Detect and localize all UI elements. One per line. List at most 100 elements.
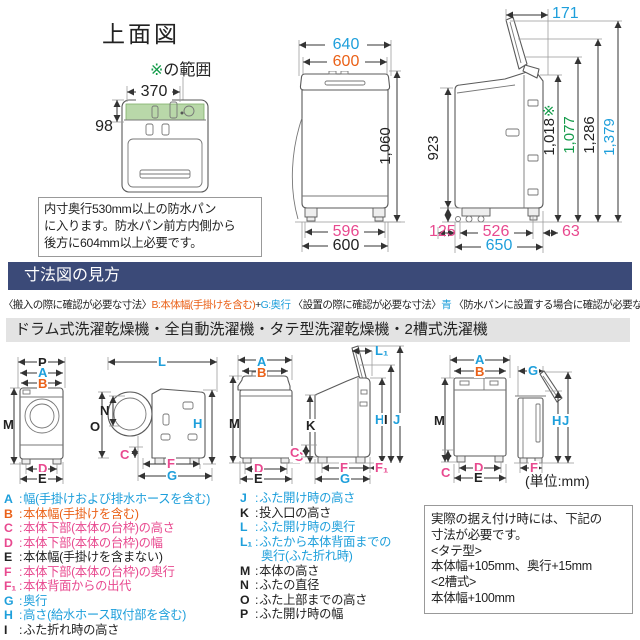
- label-drum-side-l: L: [157, 354, 167, 369]
- label-twin-side-f: F: [529, 460, 539, 475]
- legend-item-h: H:高さ(給水ホース取付部を含む): [4, 608, 187, 622]
- intro-seg: G:奥行: [260, 299, 291, 311]
- top-view-drawing: [112, 77, 209, 193]
- unit-label: (単位:mm): [525, 473, 590, 489]
- legend-item-g: G:奥行: [4, 593, 48, 608]
- legend-item-d: D:本体下部(本体の台枠)の幅: [4, 535, 163, 550]
- dim-side-h3: 1,286: [580, 116, 598, 154]
- legend-item-m: M:本体の高さ: [240, 563, 320, 578]
- label-tate-side-g: G: [339, 471, 352, 486]
- installation-note-box: 実際の据え付け時には、下記の 寸法が必要です。 <タテ型> 本体幅+105mm、…: [424, 505, 633, 614]
- dim-side-h1: 1,018※: [540, 104, 558, 156]
- tate-side-diagram: [301, 345, 404, 484]
- legend-item-l: L:ふた開け時の奥行: [240, 520, 356, 534]
- label-drum-front-e: E: [37, 471, 48, 486]
- drum-side-diagram: [98, 357, 218, 481]
- machine-types-bar: ドラム式洗濯乾燥機・全自動洗濯機・タテ型洗濯乾燥機・2槽式洗濯機: [6, 318, 630, 342]
- label-twin-front-e: E: [473, 470, 484, 485]
- label-twin-front-b: B: [474, 364, 486, 379]
- intro-seg: 〈防水パンに設置する場合に確認が必要な寸法〉: [453, 299, 640, 311]
- label-tate-side-j: J: [392, 412, 402, 427]
- label-twin-front-a: A: [474, 352, 486, 367]
- dim-front-height: 1,060: [376, 127, 394, 165]
- label-tate-side-c: C: [289, 445, 301, 460]
- install-line: <2槽式>: [431, 575, 477, 590]
- label-tate-side-l1: L₁: [375, 343, 389, 358]
- note-line: 後方に604mm以上必要です。: [44, 236, 203, 251]
- dim-side-rear-gap: 63: [562, 223, 580, 240]
- legend-item-e: E:本体幅(手掛けを含まない): [4, 550, 163, 564]
- legend-item-f1: F₁:本体背面からの出代: [4, 579, 132, 593]
- label-auto-front-m: M: [229, 416, 240, 431]
- label-drum-side-f: F: [166, 456, 176, 471]
- intro-seg: +: [255, 299, 261, 311]
- label-drum-front-a: A: [37, 365, 49, 380]
- legend-column-right: J:ふた開け時の高さ K:投入口の高さ L:ふた開け時の奥行 L₁:ふたから本体…: [240, 491, 391, 622]
- install-line: <タテ型>: [431, 543, 482, 558]
- label-twin-side-g: G: [527, 363, 540, 378]
- legend-item-j: J:ふた開け時の高さ: [240, 491, 356, 505]
- dim-side-total-depth: 650: [481, 237, 517, 255]
- label-auto-front-d: D: [253, 461, 265, 476]
- legend-item-l1-line2: 奥行(ふた折れ時): [261, 549, 353, 563]
- dim-front-overall-width: 640: [325, 36, 367, 54]
- dim-front-base-width: 596: [328, 223, 364, 241]
- label-drum-side-g: G: [166, 468, 179, 483]
- asterisk-mark: ※: [150, 62, 164, 79]
- label-drum-side-o: O: [90, 419, 101, 434]
- intro-seg: B:本体幅(手掛けを含む): [151, 299, 256, 311]
- note-line: に入ります。防水パン前方内側から: [44, 219, 236, 234]
- label-twin-front-m: M: [434, 413, 445, 428]
- legend-item-k: K:投入口の高さ: [240, 505, 332, 520]
- label-tate-side-f: F: [339, 460, 349, 475]
- dim-side-h2: 1,077: [560, 116, 578, 154]
- label-drum-front-p: P: [37, 355, 48, 370]
- label-auto-front-e: E: [253, 471, 264, 486]
- label-drum-front-d: D: [37, 461, 49, 476]
- asterisk-mark: ※: [540, 104, 558, 118]
- dim-side-lid-overhang: 171: [552, 5, 579, 22]
- legend-item-f: F:本体下部(本体の台枠)の奥行: [4, 564, 175, 579]
- label-twin-front-c: C: [441, 465, 451, 480]
- label-drum-side-c: C: [120, 447, 130, 462]
- label-twin-side-h: H: [551, 413, 563, 428]
- legend-item-a: A:幅(手掛けおよび排水ホースを含む): [4, 492, 211, 506]
- range-text: の範囲: [163, 62, 212, 79]
- dim-side-front-gap: 125: [429, 223, 456, 240]
- legend-item-i: I:ふた折れ時の高さ: [4, 622, 120, 637]
- asterisk-range-label: ※の範囲: [150, 56, 211, 80]
- label-drum-front-m: M: [3, 417, 14, 432]
- dim-front-bottom-width: 600: [328, 237, 364, 255]
- label-drum-side-h: H: [193, 416, 203, 431]
- label-tate-side-h: H: [374, 412, 386, 427]
- legend-column-left: A:幅(手掛けおよび排水ホースを含む) B:本体幅(手掛けを含む) C:本体下部…: [4, 492, 210, 637]
- side-view-drawing: [437, 9, 622, 253]
- autowasher-front-diagram: [229, 355, 300, 484]
- dim-front-body-width: 600: [327, 53, 365, 71]
- note-line: 内寸奥行530mm以上の防水パン: [44, 202, 217, 216]
- install-line: 本体幅+100mm: [431, 590, 515, 605]
- label-twin-front-d: D: [473, 460, 485, 475]
- label-drum-side-n: N: [100, 403, 110, 418]
- install-line: 実際の据え付け時には、下記の: [431, 512, 602, 526]
- top-view-title: 上面図: [102, 21, 180, 47]
- label-tate-side-k: K: [305, 418, 317, 433]
- dim-topview-rear-depth: 98: [95, 118, 113, 135]
- install-line: 寸法が必要です。: [431, 527, 528, 542]
- waterproof-pan-note: 内寸奥行530mm以上の防水パン に入ります。防水パン前方内側から 後方に604…: [38, 197, 262, 257]
- legend-item-o: O:ふた上部までの高さ: [240, 592, 368, 607]
- label-auto-front-a: A: [256, 354, 268, 369]
- label-twin-side-j: J: [561, 413, 571, 428]
- legend-intro-line: 〈搬入の際に確認が必要な寸法〉B:本体幅(手掛けを含む)+G:奥行 〈設置の際に…: [3, 297, 640, 312]
- legend-item-n: N:ふたの直径: [240, 578, 320, 592]
- install-line: 本体幅+105mm、奥行+15mm: [431, 559, 592, 574]
- legend-item-b: B:本体幅(手掛けを含む): [4, 506, 139, 521]
- dim-topview-width: 370: [136, 83, 172, 101]
- dim-side-base-depth: 526: [478, 223, 514, 241]
- legend-item-c: C:本体下部(本体の台枠)の高さ: [4, 521, 175, 535]
- dim-side-h4: 1,379: [600, 118, 618, 156]
- intro-seg: 青: [441, 299, 452, 311]
- legend-item-l1: L₁:ふたから本体背面までの 奥行(ふた折れ時): [240, 534, 392, 564]
- intro-seg: 〈搬入の際に確認が必要な寸法〉: [3, 299, 152, 311]
